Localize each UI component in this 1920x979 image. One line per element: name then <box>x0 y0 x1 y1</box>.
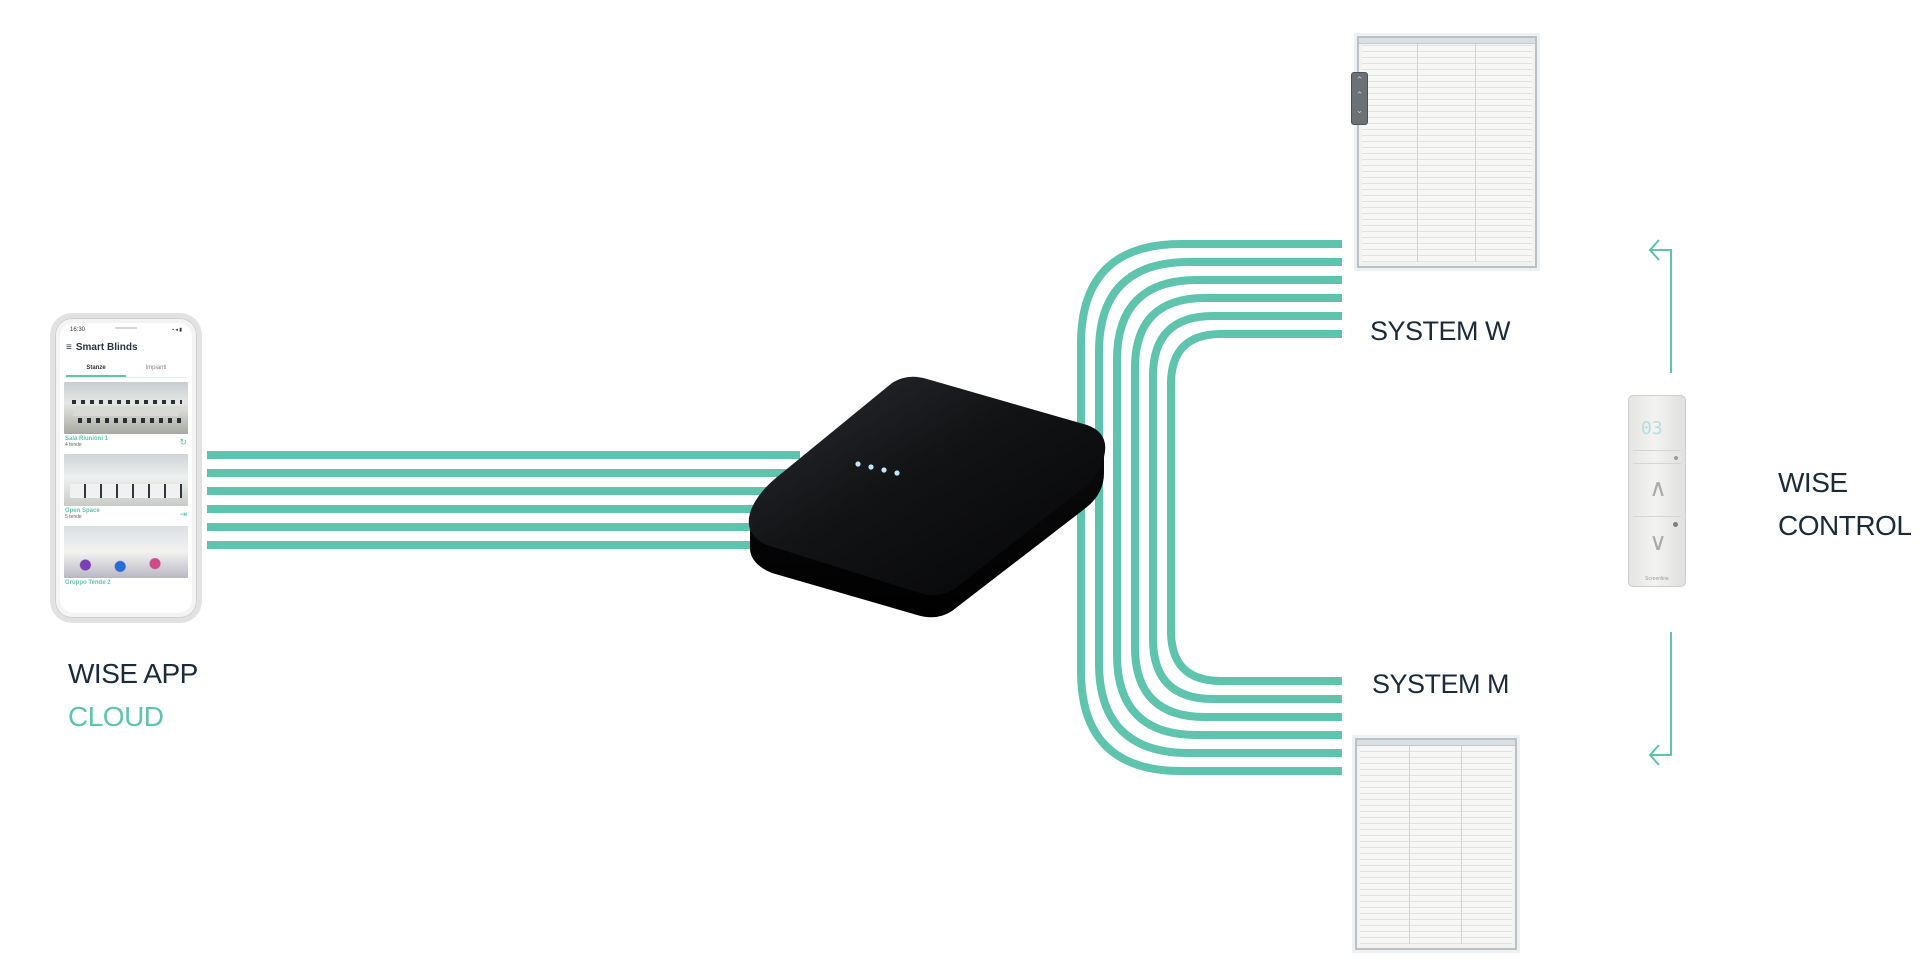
wall-switch: ⌃ ⌃ ⌄ <box>1351 72 1368 125</box>
exit-icon: ⇥ <box>179 508 187 519</box>
app-header: ≡ Smart Blinds <box>60 337 192 357</box>
chevron-up-icon: ⌃ <box>1355 75 1364 85</box>
chevron-down-icon: ⌄ <box>1355 105 1364 115</box>
wise-app-label: WISE APP <box>68 658 198 689</box>
photo-chairs <box>72 400 182 404</box>
smartphone-app-mockup: 16:30 ▪ ◂ ▮ ≡ Smart Blinds Stanze Impian… <box>50 313 202 623</box>
hub-top <box>748 376 1106 595</box>
room-card: Sala Riunioni 1 4 tende ↻ <box>64 382 188 450</box>
remote-button-dot <box>1674 456 1678 460</box>
phone-notch <box>115 327 137 329</box>
blind-cord <box>1475 44 1477 262</box>
hub-blind-line <box>1095 258 1342 757</box>
room-meta: Sala Riunioni 1 4 tende ↻ <box>64 434 188 450</box>
room-photo-openspace <box>64 454 188 506</box>
hub-blind-line <box>1131 294 1342 721</box>
hub-blind-line <box>1167 330 1342 685</box>
chevron-up-icon: ⌃ <box>1355 90 1364 100</box>
blind-system-m <box>1355 738 1517 950</box>
room-meta: Open Space 5 tende ⇥ <box>64 506 188 522</box>
hub-blind-line <box>1113 276 1342 739</box>
remote-brand: Screenline <box>1645 576 1669 582</box>
photo-desks <box>70 484 182 498</box>
room-sub: 5 tende <box>65 514 82 520</box>
arrow-up-icon: ∧ <box>1649 475 1667 502</box>
remote-divider <box>1633 516 1681 517</box>
phone-status-bar: 16:30 ▪ ◂ ▮ <box>60 323 192 337</box>
control-label: CONTROL <box>1778 510 1912 541</box>
room-name: Sala Riunioni 1 <box>65 436 109 442</box>
arrow-down-icon: ∨ <box>1649 529 1667 556</box>
cloud-label: CLOUD <box>68 701 164 732</box>
room-card: Open Space 5 tende ⇥ <box>64 454 188 522</box>
room-sub: 4 tende <box>65 442 82 448</box>
blind-head-rail <box>1357 740 1515 746</box>
remote-button-row <box>1633 450 1681 464</box>
app-title: Smart Blinds <box>75 341 138 353</box>
phone-screen: 16:30 ▪ ◂ ▮ ≡ Smart Blinds Stanze Impian… <box>60 323 192 613</box>
wise-hub-device <box>748 376 1106 618</box>
photo-seats <box>68 558 184 572</box>
blind-cord <box>1409 746 1411 944</box>
refresh-icon: ↻ <box>179 436 187 447</box>
remote-stop-dot <box>1673 522 1678 527</box>
arrow-to-system-w <box>1651 249 1672 373</box>
blind-cord <box>1461 746 1463 944</box>
tab-impianti: Impianti <box>145 365 167 371</box>
menu-icon: ≡ <box>66 341 72 353</box>
room-photo-lounge <box>64 526 188 578</box>
arrowhead-left <box>1648 744 1660 766</box>
system-m-label: SYSTEM M <box>1372 669 1510 699</box>
room-photo-meeting <box>64 382 188 434</box>
hub-blind-line <box>1149 312 1342 703</box>
tab-stanze: Stanze <box>66 361 126 377</box>
app-tabs: Stanze Impianti <box>66 361 186 378</box>
phone-time: 16:30 <box>70 327 86 333</box>
room-name: Open Space <box>65 508 100 514</box>
blind-head-rail <box>1359 38 1535 44</box>
blind-slats <box>1362 44 1532 262</box>
hub-leds <box>855 461 900 476</box>
room-card: Gruppo Tende 2 <box>64 526 188 588</box>
arrow-to-system-m <box>1651 632 1672 756</box>
wise-control-remote: 03 ∧ ∨ Screenline <box>1628 395 1686 587</box>
photo-table <box>72 406 182 416</box>
signal-battery-icon: ▪ ◂ ▮ <box>172 327 182 333</box>
remote-display: 03 <box>1641 418 1663 439</box>
photo-chairs <box>78 418 184 423</box>
room-meta: Gruppo Tende 2 <box>64 578 188 588</box>
blind-system-w <box>1357 36 1537 268</box>
system-w-label: SYSTEM W <box>1370 316 1511 346</box>
arrowhead-left <box>1648 239 1660 261</box>
blind-cord <box>1417 44 1419 262</box>
wise-label: WISE <box>1778 467 1848 498</box>
room-name: Gruppo Tende 2 <box>65 580 111 586</box>
blind-slats <box>1360 746 1512 944</box>
